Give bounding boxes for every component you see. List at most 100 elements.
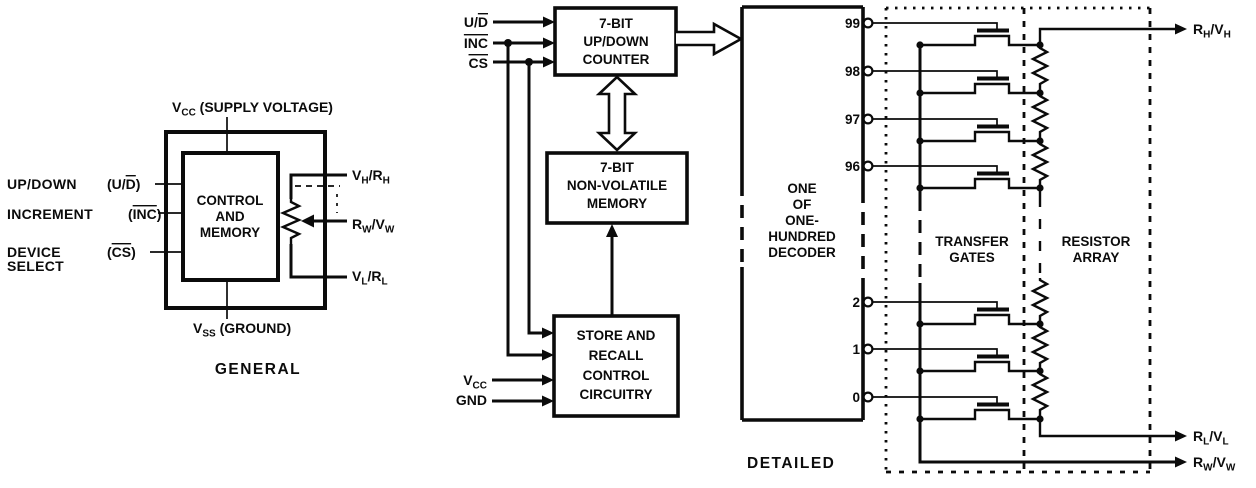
pot-resistor-zigzag (280, 199, 302, 244)
gate-channel (920, 34, 1040, 47)
updown-pin-label: (U/D) (107, 176, 140, 192)
transfer-gate-97: 97 (845, 112, 1044, 145)
bus-junction-dot (916, 137, 924, 145)
gate-control-wire (873, 22, 998, 29)
resistor-2-1 (1030, 324, 1050, 371)
gnd-arrowhead-icon (542, 395, 554, 407)
memory-line3: MEMORY (587, 196, 647, 211)
tap-number: 0 (852, 390, 860, 405)
transfer-gate-0: 0 (852, 390, 1044, 423)
bus-junction-dot (916, 367, 924, 375)
decoder-line3: ONE- (785, 213, 819, 228)
ud-input-label: U/D (464, 14, 488, 30)
rw-vw-output-label: RW/VW (1193, 454, 1236, 474)
tap-number: 96 (845, 159, 861, 174)
tap-terminal-circle (862, 17, 874, 29)
gate-channel (920, 130, 1040, 143)
tap-number: 2 (852, 295, 860, 310)
store-line1: STORE AND (577, 328, 656, 343)
inc-input-label: INC (464, 35, 488, 51)
cs-branch-arrowhead-icon (542, 327, 554, 339)
inc-branch-wire (506, 43, 543, 357)
tap-terminal-circle (862, 160, 874, 172)
inc-branch-arrowhead-icon (542, 349, 554, 361)
resistor-98-97 (1030, 93, 1050, 141)
gnd-input-label: GND (456, 392, 487, 408)
control-memory-line3: MEMORY (200, 225, 260, 240)
pot-top-wire (289, 173, 347, 199)
vcc-supply-label: VCC (SUPPLY VOLTAGE) (172, 99, 333, 119)
decoder-line5: DECODER (768, 245, 836, 260)
counter-line3: COUNTER (583, 52, 650, 67)
resistor-array-label2: ARRAY (1073, 250, 1120, 265)
gate-channel (920, 408, 1040, 421)
store-recall-box (552, 314, 680, 418)
transfer-gate-96: 96 (845, 159, 1044, 192)
device-select-name-label1: DEVICE (7, 244, 61, 260)
bus-junction-dot (916, 41, 924, 49)
increment-name-label: INCREMENT (7, 206, 93, 222)
decoder-line1: ONE (787, 181, 816, 196)
cs-branch-wire (527, 62, 543, 335)
decoder-line2: OF (793, 197, 812, 212)
bus-junction-dot (916, 184, 924, 192)
bus-junction-dot (916, 415, 924, 423)
vcc-arrowhead-icon (542, 374, 554, 386)
updown-name-label: UP/DOWN (7, 176, 77, 192)
terminal-vl-rl-label: VL/RL (352, 268, 388, 288)
rh-vh-output-label: RH/VH (1193, 21, 1231, 41)
vcc-input-label: VCC (463, 372, 487, 392)
pot-wiper-arrowhead-icon (301, 214, 314, 228)
gate-control-wire (873, 396, 998, 403)
inc-arrowhead-icon (543, 37, 555, 49)
ud-arrowhead-icon (543, 16, 555, 28)
vss-ground-label: VSS (GROUND) (193, 320, 291, 340)
general-caption: GENERAL (215, 361, 301, 378)
cs-input-label: CS (469, 55, 488, 71)
bus-junction-dot (916, 320, 924, 328)
detailed-diagram: U/D INC CS 7-BIT UP/DOWN COUNTER 7-BIT N… (456, 5, 1236, 474)
tap-terminal-circle (862, 113, 874, 125)
increment-pin-label: (INC) (128, 206, 161, 222)
tap-number: 97 (845, 112, 860, 127)
gate-control-wire (873, 165, 998, 172)
transfer-gate-1: 1 (852, 342, 1044, 375)
store-line4: CIRCUITRY (580, 387, 653, 402)
gate-channel (920, 82, 1040, 95)
resistor-array-label1: RESISTOR (1062, 234, 1131, 249)
counter-memory-double-arrow-icon (595, 75, 639, 152)
terminal-vh-rh-label: VH/RH (352, 167, 390, 187)
device-select-name-label2: SELECT (7, 258, 64, 274)
rl-output-wire (1038, 419, 1175, 438)
transfer-gates-label2: GATES (949, 250, 995, 265)
tap-number: 1 (852, 342, 860, 357)
resistor-mid-2 (1030, 278, 1050, 324)
rw-arrowhead-icon (1175, 456, 1187, 468)
counter-decoder-bus-arrow-icon (676, 21, 744, 57)
counter-line1: 7-BIT (599, 16, 634, 31)
memory-box (545, 151, 689, 225)
control-memory-box (181, 151, 280, 282)
gate-channel (920, 313, 1040, 326)
general-diagram: CONTROL AND MEMORY VCC (SUPPLY VOLTAGE) … (7, 99, 395, 378)
gate-control-wire (873, 118, 998, 125)
counter-line2: UP/DOWN (583, 34, 648, 49)
rh-arrowhead-icon (1175, 23, 1187, 35)
cs-arrowhead-icon (543, 56, 555, 68)
resistor-97-96 (1030, 141, 1050, 188)
transfer-gate-98: 98 (845, 64, 1044, 97)
transfer-gate-2: 2 (852, 295, 1044, 328)
tap-number: 98 (845, 64, 861, 79)
transfer-gate-99: 99 (845, 16, 1044, 49)
device-select-pin-label: (CS) (107, 244, 136, 260)
terminal-rw-vw-label: RW/VW (352, 216, 395, 236)
rh-output-wire (1038, 27, 1175, 45)
resistor-1-0 (1030, 371, 1050, 419)
gate-control-wire (873, 301, 998, 308)
memory-line1: 7-BIT (600, 160, 635, 175)
rl-arrowhead-icon (1175, 430, 1187, 442)
tap-terminal-circle (862, 296, 874, 308)
gate-channel (920, 177, 1040, 190)
store-line2: RECALL (589, 348, 644, 363)
